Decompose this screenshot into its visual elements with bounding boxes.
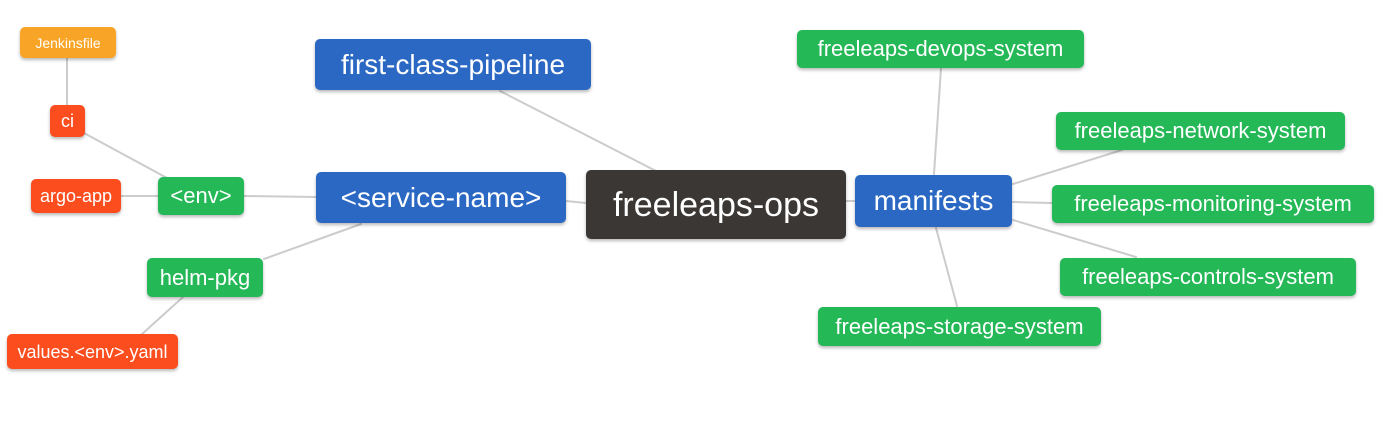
connector-service-name-helm-pkg: [263, 223, 362, 260]
connector-service-name-root: [565, 200, 587, 204]
connector-env-service-name: [243, 195, 317, 198]
node-network-system[interactable]: freeleaps-network-system: [1056, 112, 1345, 150]
node-storage-system[interactable]: freeleaps-storage-system: [818, 307, 1101, 346]
node-first-class-pipeline[interactable]: first-class-pipeline: [315, 39, 591, 90]
node-argo-app[interactable]: argo-app: [31, 179, 121, 213]
node-service-name[interactable]: <service-name>: [316, 172, 566, 223]
connector-manifests-network: [1012, 149, 1123, 185]
connector-helm-pkg-values: [140, 296, 184, 336]
node-jenkinsfile[interactable]: Jenkinsfile: [20, 27, 116, 58]
node-controls-system[interactable]: freeleaps-controls-system: [1060, 258, 1356, 296]
node-manifests[interactable]: manifests: [855, 175, 1012, 227]
node-monitoring-system[interactable]: freeleaps-monitoring-system: [1052, 185, 1374, 223]
connector-manifests-monitoring: [1012, 201, 1053, 204]
connector-manifests-storage: [935, 227, 958, 307]
node-env[interactable]: <env>: [158, 177, 244, 215]
connector-manifests-devops: [933, 67, 942, 175]
node-freeleaps-ops-root[interactable]: freeleaps-ops: [586, 170, 846, 239]
node-devops-system[interactable]: freeleaps-devops-system: [797, 30, 1084, 68]
node-values-env-yaml[interactable]: values.<env>.yaml: [7, 334, 178, 369]
node-helm-pkg[interactable]: helm-pkg: [147, 258, 263, 297]
connector-pipeline-root: [499, 90, 657, 172]
connector-manifests-controls: [1012, 219, 1137, 258]
node-ci[interactable]: ci: [50, 105, 85, 137]
connector-ci-env: [83, 132, 168, 179]
